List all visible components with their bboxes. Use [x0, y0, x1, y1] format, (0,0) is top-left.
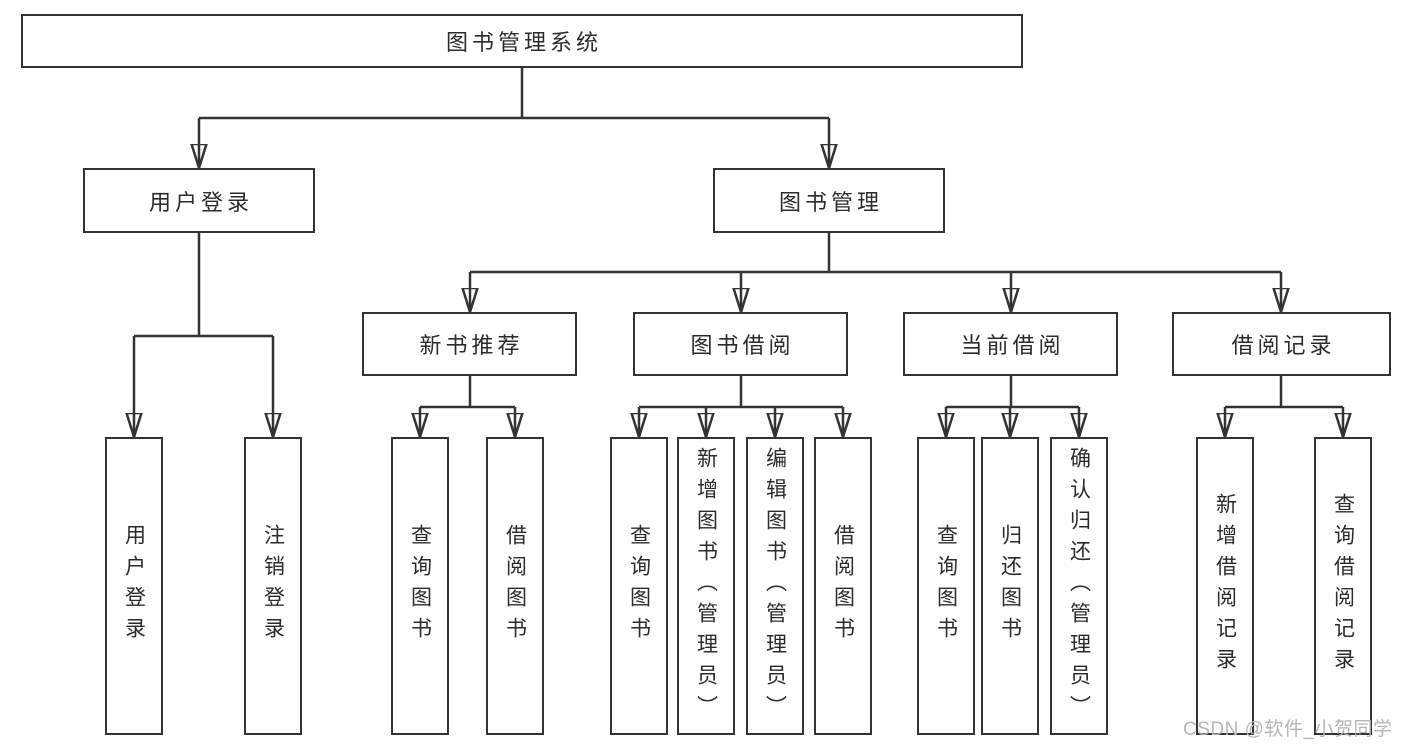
leaf-label: 查询图书: [934, 524, 958, 648]
leaf-label: 借阅图书: [503, 524, 527, 648]
leaf-label: 新增图书（管理员）: [694, 446, 718, 726]
edges-borrow-records-children: [1225, 376, 1343, 437]
edges-book-management-to-level3: [470, 233, 1281, 312]
leaf-return-book: 归还图书: [981, 437, 1039, 735]
node-new-book-recommend: 新书推荐: [362, 312, 577, 376]
leaf-borrow-books: 借阅图书: [814, 437, 872, 735]
leaf-query-borrow-record: 查询借阅记录: [1314, 437, 1372, 735]
node-borrow-records: 借阅记录: [1172, 312, 1391, 376]
leaf-label: 用户登录: [122, 524, 146, 648]
node-user-login: 用户登录: [83, 168, 315, 233]
leaf-label: 查询图书: [627, 524, 651, 648]
node-library-management-system: 图书管理系统: [21, 14, 1023, 68]
node-current-borrow: 当前借阅: [903, 312, 1118, 376]
node-label: 当前借阅: [960, 333, 1065, 358]
leaf-label: 新增借阅记录: [1213, 493, 1237, 679]
leaf-label: 查询借阅记录: [1331, 493, 1355, 679]
node-label: 借阅记录: [1231, 333, 1336, 358]
leaf-label: 确认归还（管理员）: [1067, 446, 1091, 726]
leaf-add-book-admin: 新增图书（管理员）: [677, 437, 735, 735]
leaf-label: 归还图书: [998, 524, 1022, 648]
leaf-borrow-books-recommend: 借阅图书: [486, 437, 544, 735]
node-label: 用户登录: [148, 189, 253, 215]
node-label: 新书推荐: [419, 333, 524, 358]
node-label: 图书借阅: [690, 333, 795, 358]
node-label: 图书管理: [778, 189, 883, 215]
edges-root-to-level2: [199, 68, 829, 168]
edges-book-borrow-children: [639, 376, 843, 437]
leaf-confirm-return-admin: 确认归还（管理员）: [1050, 437, 1108, 735]
watermark: CSDN @软件_小贺同学: [1183, 719, 1393, 740]
leaf-user-login: 用户登录: [105, 437, 163, 735]
edges-user-login-children: [134, 233, 273, 437]
node-book-management: 图书管理: [713, 168, 945, 233]
leaf-edit-book-admin: 编辑图书（管理员）: [746, 437, 804, 735]
leaf-label: 注销登录: [261, 524, 285, 648]
leaf-query-books-borrow: 查询图书: [610, 437, 668, 735]
leaf-label: 借阅图书: [831, 524, 855, 648]
leaf-query-books-recommend: 查询图书: [391, 437, 449, 735]
leaf-label: 编辑图书（管理员）: [763, 446, 787, 726]
edges-current-borrow-children: [946, 376, 1079, 437]
node-label: 图书管理系统: [445, 30, 602, 55]
leaf-query-books-current: 查询图书: [917, 437, 975, 735]
node-book-borrow: 图书借阅: [633, 312, 848, 376]
leaf-add-borrow-record: 新增借阅记录: [1196, 437, 1254, 735]
edges-new-book-recommend-children: [420, 376, 515, 437]
leaf-logout: 注销登录: [244, 437, 302, 735]
leaf-label: 查询图书: [408, 524, 432, 648]
